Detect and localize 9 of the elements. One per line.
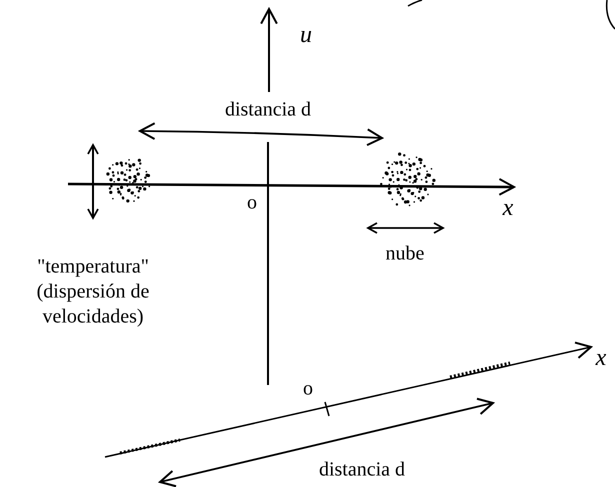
origin-label: o <box>303 376 313 402</box>
axis-label: u <box>300 21 312 50</box>
axis-label: x <box>596 344 606 373</box>
annotation-text: "temperatura" (dispersión de velocidades) <box>36 254 150 330</box>
dimension-label: distancia d <box>318 458 406 482</box>
cloud-label: nube <box>386 242 424 266</box>
dimension-label: distancia d <box>224 98 312 122</box>
axis-label: x <box>502 194 514 223</box>
origin-label: o <box>247 190 257 216</box>
